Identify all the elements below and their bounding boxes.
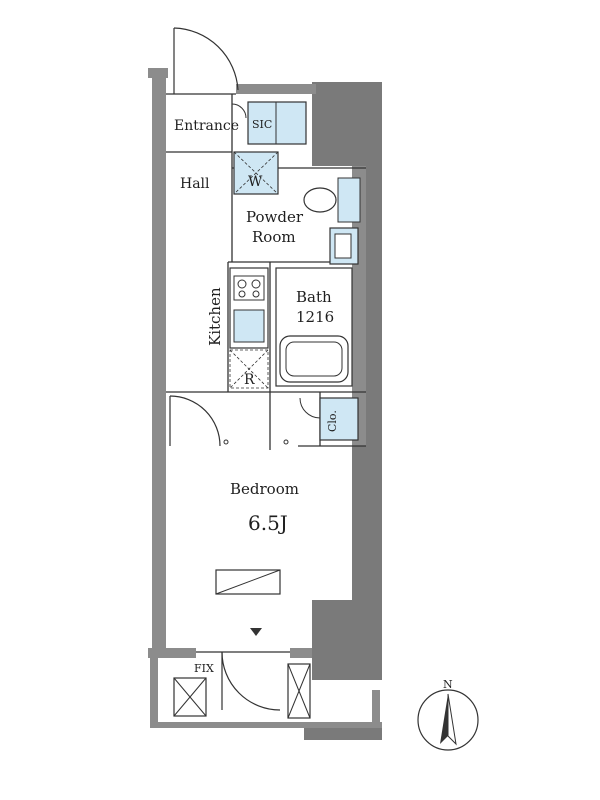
label-hall: Hall (180, 176, 210, 192)
balcony-edge (304, 728, 382, 740)
compass-label: N (443, 678, 453, 691)
label-kitchen: Kitchen (206, 287, 224, 346)
label-sic: SIC (252, 118, 272, 131)
compass-ring (417, 689, 479, 751)
balcony-left-rail (150, 658, 158, 726)
label-powder-room-line1: Powder (246, 208, 304, 226)
sic-storage (231, 101, 307, 145)
air-conditioner (215, 569, 281, 595)
washbasin (329, 227, 359, 265)
closet (299, 397, 359, 441)
outdoor-unit-right (287, 663, 311, 719)
top-wall (236, 84, 316, 94)
label-bath: Bath (296, 288, 332, 306)
label-closet: Clo. (326, 410, 339, 432)
bathtub (275, 267, 353, 387)
label-washer: W (248, 174, 263, 190)
kitchen-counter (229, 267, 269, 349)
ceiling-dots (223, 439, 289, 445)
compass-needle-outline (447, 693, 457, 746)
entrance-door (173, 27, 239, 94)
label-bedroom: Bedroom (230, 480, 299, 498)
left-wall-notch (148, 68, 168, 78)
washer (233, 151, 279, 195)
bedroom-door (169, 395, 221, 447)
left-wall (152, 68, 166, 658)
label-refrigerator: R (244, 372, 255, 388)
balcony-floor (150, 722, 382, 728)
balcony-right-rail (372, 690, 380, 724)
interior-partitions (166, 93, 366, 450)
outdoor-unit-left (173, 677, 207, 717)
bottom-wall-right (290, 648, 320, 658)
label-fix-window: FIX (194, 662, 214, 675)
bedroom-right-jog (312, 600, 352, 658)
bottom-wall-left (148, 648, 196, 658)
label-entrance: Entrance (174, 118, 239, 134)
label-powder-room-line2: Room (252, 228, 296, 246)
label-bath-size: 1216 (296, 308, 334, 326)
entrance-marker (250, 628, 262, 636)
compass: N (417, 678, 479, 751)
label-bedroom-size: 6.5J (248, 511, 288, 535)
refrigerator-space (229, 349, 269, 389)
balcony-door (196, 651, 290, 711)
compass-needle (440, 694, 448, 744)
toilet (303, 177, 361, 223)
